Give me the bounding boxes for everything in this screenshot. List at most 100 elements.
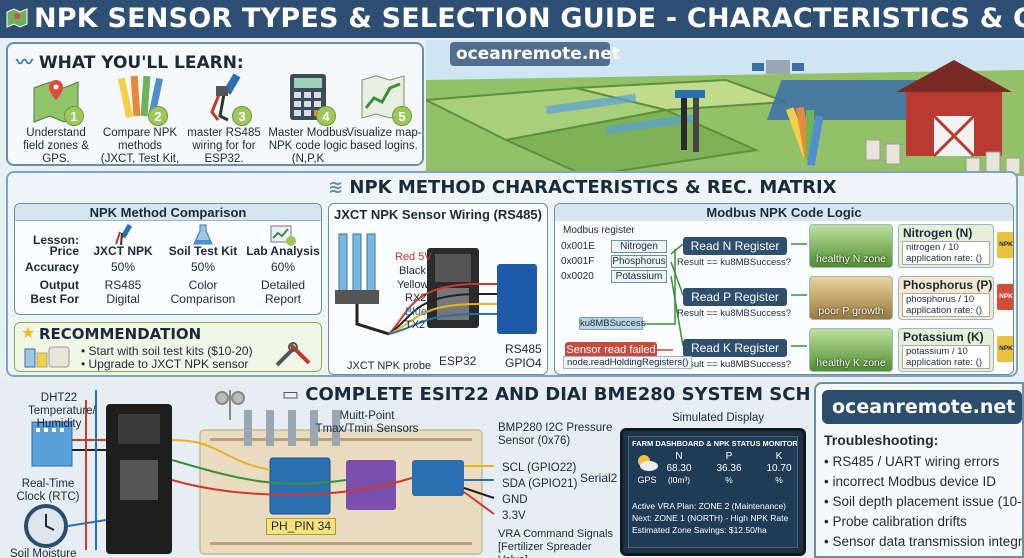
result-check: Result == ku8MBSuccess? [677, 359, 792, 370]
learn-item-text: Understand field zones & GPS. [23, 127, 89, 165]
title-text: NPK SENSOR TYPES & SELECTION GUIDE - CHA… [34, 3, 1024, 34]
p-value: 36.36 [716, 463, 742, 474]
nutrient-formula: phosphorus / 10 application rate: () [902, 293, 990, 317]
ph-pin-label: PH_PIN 34 [266, 518, 337, 535]
row-label: Best For [30, 292, 79, 306]
wiring-diagram: JXCT NPK Sensor Wiring (RS485) Red 5V Bl… [328, 203, 548, 375]
probe-label: JXCT NPK probe [347, 360, 432, 372]
row-label: Output [39, 278, 79, 292]
wire-label: Yellow [397, 279, 429, 291]
gps-label: GPS [637, 475, 657, 485]
wire-label: TX2 [405, 319, 426, 331]
pin-label: 3.3V [502, 510, 526, 522]
nutrient-name: Nitrogen (N) [903, 226, 973, 240]
brand-banner: oceanremote.net [822, 390, 1022, 424]
display-line: Estimated Zone Savings: $12.50/ha [632, 525, 767, 535]
fertilizer-bag-icon: NPK [997, 284, 1013, 310]
nutrient-formula: nitrogen / 10 application rate: () [902, 241, 990, 265]
test-kit-icon [23, 343, 73, 371]
recommendation-box: ★ RECOMMENDATION • Start with soil test … [14, 322, 322, 372]
register-name: Nitrogen [611, 240, 667, 253]
multi-point-label: Muitt-Point Tmax/Tmin Sensors [315, 410, 419, 435]
serial-label: Serial2 [580, 471, 618, 485]
calculator-icon: 4 [282, 72, 336, 126]
farm-illustration: oceanremote.net [426, 40, 1024, 176]
vra-label: VRA Command Signals [Fertilizer Spreader… [498, 528, 613, 558]
learn-item-text: Compare NPK methods (JXCT, Test Kit, Lab… [100, 127, 180, 165]
learn-item: 3 master RS485 wiring for for ESP32. [184, 72, 264, 165]
learn-title: 〰 WHAT YOU'LL LEARN: [16, 48, 244, 73]
flask-icon [165, 224, 241, 249]
pin-label: SDA (GPIO21) [502, 478, 578, 490]
troubleshooting-item: • Sensor data transmission integrity [824, 534, 1024, 549]
register-name: Potassium [611, 270, 667, 283]
troubleshooting-panel: oceanremote.net Troubleshooting: • RS485… [814, 382, 1024, 558]
unit: % [775, 475, 783, 485]
rs485-label: RS485 [505, 342, 542, 356]
method-comparison-table: NPK Method Comparison Lesson: Price JXCT… [14, 203, 322, 315]
nitrogen-card: Nitrogen (N) nitrogen / 10 application r… [898, 224, 994, 268]
wave-icon: 〰 [16, 53, 33, 73]
result-check: Result == ku8MBSuccess? [677, 308, 792, 319]
cell: 50% [110, 260, 136, 274]
recommendation-item: • Upgrade to JXCT NPK sensor [81, 357, 249, 371]
unit: (l0m³) [667, 475, 691, 485]
zone-label: healthy K zone [816, 357, 886, 369]
zone-image-p: poor P growth [809, 276, 893, 320]
wind-icon: ≋ [328, 177, 344, 198]
display-screen: FARM DASHBOARD & NPK STATUS MONITOR GPS … [628, 436, 798, 548]
troubleshooting-item: • RS485 / UART wiring errors [824, 454, 1000, 469]
learn-panel: 〰 WHAT YOU'LL LEARN: 1 Understand field … [6, 42, 424, 166]
nutrient-formula: potassium / 10 application rate: () [902, 345, 990, 369]
rtc-label: Real-Time Clock (RTC) [16, 478, 80, 503]
k-value: 10.70 [766, 463, 792, 474]
row-label: Accuracy [24, 260, 79, 274]
read-n-button[interactable]: Read N Register [683, 237, 787, 255]
esp-label: ESP32 [439, 354, 477, 368]
troubleshooting-item: • Probe calibration drifts [824, 514, 967, 529]
learn-item: 4 Master Modbus NPK code logic (N,P,K re… [268, 72, 348, 165]
phosphorus-card: Phosphorus (P) phosphorus / 10 applicati… [898, 276, 994, 320]
nutrient-name: Phosphorus (P) [903, 278, 993, 292]
learn-item-text: master RS485 wiring for for ESP32. [187, 127, 261, 165]
learn-item-text: Visualize map-based logins. [346, 127, 422, 152]
map-icon [6, 8, 28, 28]
step-badge: 5 [392, 106, 412, 126]
read-k-button[interactable]: Read K Register [683, 339, 787, 357]
wiring-title: JXCT NPK Sensor Wiring (RS485) [334, 207, 542, 222]
step-badge: 4 [316, 106, 336, 126]
row-label: Price [49, 244, 79, 258]
col-header: JXCT NPK [93, 244, 153, 258]
method-title: ≋ NPK METHOD CHARACTERISTICS & REC. MATR… [328, 177, 837, 198]
nutrient-name: Potassium (K) [903, 330, 984, 344]
step-badge: 1 [64, 106, 84, 126]
lab-chart-icon [245, 224, 321, 249]
chart-map-icon: 5 [358, 72, 412, 126]
schematic-title: ▭ COMPLETE ESIT22 AND DIAI BME280 SYSTEM… [282, 384, 812, 405]
pin-label: GND [502, 494, 528, 506]
zone-image-n: healthy N zone [809, 224, 893, 268]
zone-label: poor P growth [818, 305, 884, 317]
register-name: Phosphorus [611, 255, 667, 268]
probe-icon: 3 [198, 72, 252, 126]
learn-item: 1 Understand field zones & GPS. [16, 72, 96, 165]
read-p-button[interactable]: Read P Register [683, 288, 787, 306]
cell: Color [188, 278, 218, 292]
troubleshooting-item: • incorrect Modbus device ID [824, 474, 997, 489]
learn-item: 5 Visualize map-based logins. [344, 72, 422, 153]
modbus-title: Modbus NPK Code Logic [555, 204, 1013, 221]
cell: Detailed [260, 278, 306, 292]
dht22-label: DHT22 Temperature/ Humidity [28, 392, 96, 430]
site-label: oceanremote.net [450, 42, 620, 66]
display-label: Simulated Display [672, 412, 765, 424]
col-header: Lab Analysis [246, 244, 320, 258]
fertilizer-bag-icon: NPK [997, 336, 1013, 362]
display-line: Next: ZONE 1 (NORTH) - High NPK Rate [632, 513, 789, 523]
weather-icon [635, 453, 659, 478]
fertilizer-bag-icon: NPK [997, 232, 1013, 258]
troubleshooting-item: • Soil depth placement issue (10-15 [824, 494, 1024, 509]
cell: Digital [106, 292, 140, 306]
learn-item-text: Master Modbus NPK code logic (N,P,K read… [268, 127, 348, 165]
register-addr: 0x001F [561, 256, 595, 267]
success-badge: ku8MBSuccess [579, 317, 646, 330]
